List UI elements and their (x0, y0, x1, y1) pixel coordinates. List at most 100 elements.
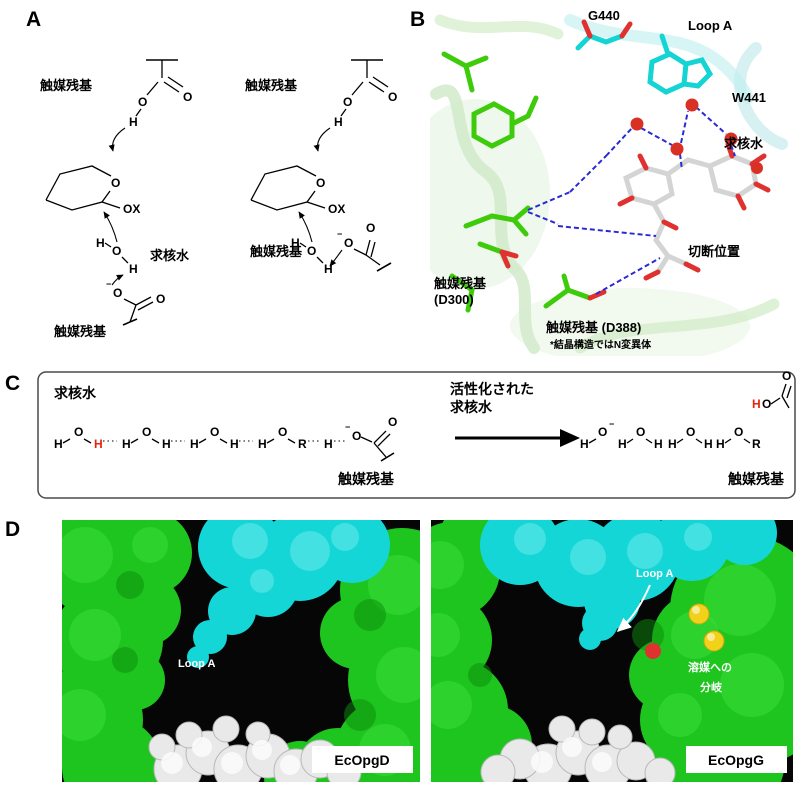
svg-text:O: O (113, 286, 122, 300)
svg-text:O: O (636, 425, 645, 439)
svg-text:O: O (142, 425, 151, 439)
panel-d-canvas: Loop A EcOpgD (62, 520, 793, 782)
water-sphere (630, 117, 644, 131)
svg-text:H: H (654, 437, 663, 451)
svg-text:O: O (111, 176, 120, 190)
solvent-branch-label-line2: 分岐 (700, 680, 723, 694)
red-water-sphere (645, 643, 661, 659)
green-residue-sticks (441, 51, 607, 313)
svg-text:O: O (138, 95, 147, 109)
crystal-note: *結晶構造ではN変異体 (550, 338, 652, 351)
svg-text:−: − (106, 279, 111, 289)
nucleophilic-water-label: 求核水 (54, 385, 97, 401)
svg-text:O: O (343, 95, 352, 109)
w441-label: W441 (732, 90, 766, 105)
pyranose-ring: O OX (250, 165, 345, 216)
ligand-spheres (148, 715, 362, 782)
catalytic-residue-label-top: 触媒残基 (39, 78, 93, 93)
d388-label: 触媒残基 (D388) (545, 320, 641, 335)
svg-text:H: H (618, 437, 627, 451)
curved-arrow (313, 127, 331, 152)
carboxylate-group-bottom: − O O (106, 274, 165, 326)
curved-arrow (111, 274, 124, 286)
svg-text:O: O (316, 176, 325, 190)
catalytic-residue-label-bottom: 触媒残基 (53, 324, 107, 339)
solvent-path-arrow (616, 584, 651, 633)
ox-leaving-group: OX (328, 202, 345, 216)
water-sphere (751, 162, 763, 174)
svg-text:H: H (190, 437, 199, 451)
cleavage-site-label: 切断位置 (688, 244, 740, 259)
svg-text:H: H (129, 262, 138, 276)
solvent-branch-label-line1: 溶媒への (688, 660, 732, 674)
transferred-proton: H (752, 397, 761, 411)
svg-text:O: O (210, 425, 219, 439)
panel-b-letter: B (410, 8, 426, 31)
activated-label-line2: 求核水 (450, 399, 493, 415)
curved-arrow (329, 249, 343, 267)
curved-arrow (298, 211, 313, 243)
svg-text:O: O (183, 90, 192, 104)
catalytic-residue-label-top: 触媒残基 (244, 78, 298, 93)
ecopgd-tag: EcOpgD (334, 752, 389, 768)
nucleophilic-water-label: 求核水 (150, 248, 190, 263)
reaction-box (37, 371, 796, 499)
reaction-arrow (455, 429, 580, 447)
scheme-left: 触媒残基 O O H O OX H (39, 59, 192, 339)
pyranose-ring: O OX (45, 165, 140, 216)
water-spheres (630, 98, 763, 174)
ligand-spheres (480, 715, 676, 782)
d300-label-line1: 触媒残基 (433, 276, 487, 291)
svg-text:O: O (388, 90, 397, 104)
svg-text:O: O (388, 415, 397, 429)
svg-text:O: O (307, 244, 316, 258)
svg-text:H: H (162, 437, 171, 451)
nucleophilic-water-label: 求核水 (724, 136, 764, 151)
loop-a-label: Loop A (636, 568, 674, 580)
svg-text:H: H (291, 236, 300, 250)
loop-a-label: Loop A (688, 18, 733, 33)
svg-text:R: R (298, 437, 307, 451)
svg-text:H: H (54, 437, 63, 451)
ecopgg-tag-box (686, 746, 787, 773)
svg-text:H: H (580, 437, 589, 451)
svg-text:O: O (762, 397, 771, 411)
svg-text:H: H (96, 236, 105, 250)
cyan-loop-sticks (575, 19, 714, 95)
svg-text:O: O (782, 369, 791, 383)
svg-text:O: O (598, 425, 607, 439)
ecopgg-tag: EcOpgG (708, 752, 764, 768)
panel-d-letter: D (5, 518, 21, 541)
svg-text:−: − (609, 419, 614, 429)
panel-c-letter: C (5, 372, 21, 395)
svg-text:O: O (112, 244, 121, 258)
cyan-loop-surface (187, 520, 390, 668)
acid-group-top: O O H (108, 59, 192, 152)
svg-text:H: H (324, 437, 333, 451)
loop-a-label: Loop A (178, 658, 216, 670)
cyan-loop-surface (480, 520, 777, 650)
svg-text:H: H (334, 115, 343, 129)
transferred-proton: H (94, 437, 103, 451)
panel-b-canvas: G440 Loop A W441 求核水 切断位置 触媒残基 (D300) 触媒… (430, 8, 788, 356)
svg-text:H: H (668, 437, 677, 451)
surface-view-ecopgg: Loop A 溶媒への 分岐 EcOpgG (431, 520, 793, 782)
activated-waters: H O − H O H H O H H O R H O (580, 369, 792, 487)
water-sphere (670, 142, 684, 156)
acid-group-top: O O H (313, 59, 397, 152)
ecopgd-tag-box (312, 746, 413, 773)
water-molecule: H O H (96, 211, 138, 276)
panel-a-letter: A (26, 8, 42, 31)
water-chain: H O H H O H H O H H O R H (54, 415, 397, 487)
carboxylate-group: − O O (345, 415, 397, 462)
svg-text:H: H (704, 437, 713, 451)
svg-text:H: H (230, 437, 239, 451)
svg-text:O: O (366, 221, 375, 235)
carboxylate-group-right: − O O (329, 221, 392, 272)
yellow-sphere (688, 603, 710, 625)
water-sphere (724, 132, 738, 146)
curved-arrow (103, 211, 118, 243)
svg-text:O: O (74, 425, 83, 439)
svg-text:H: H (258, 437, 267, 451)
svg-text:O: O (352, 429, 361, 443)
